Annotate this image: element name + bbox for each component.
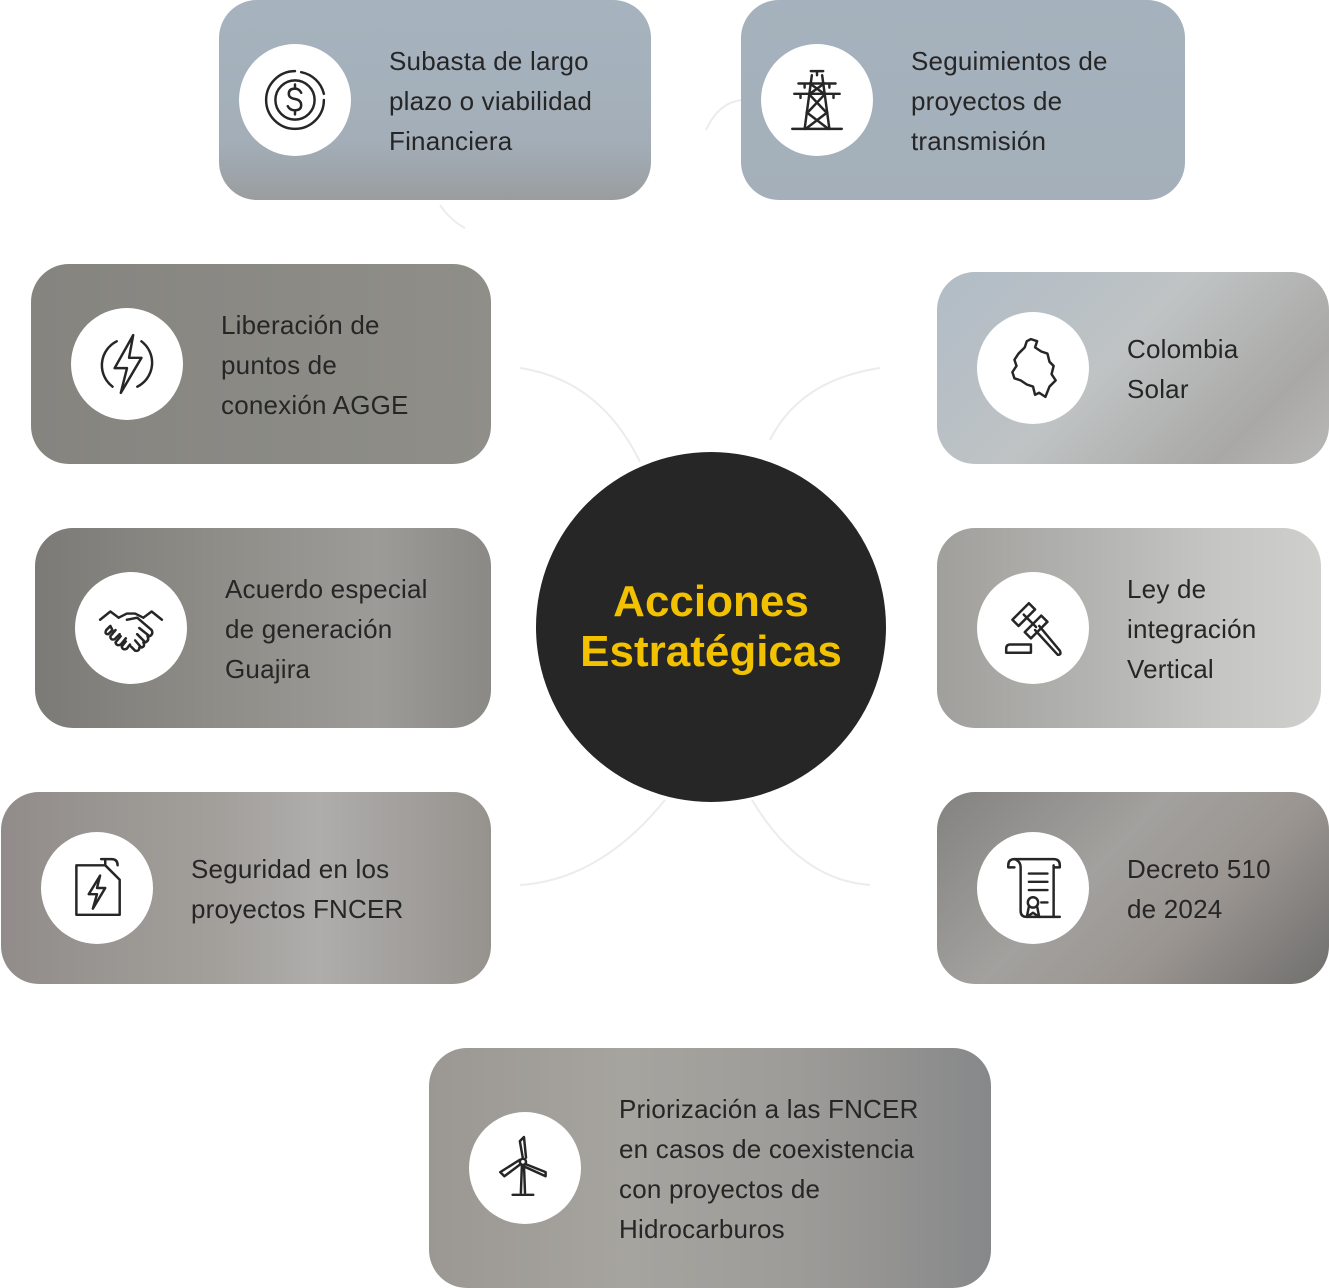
center-title: Acciones Estratégicas [580, 577, 842, 676]
card-priorizacion-fncer: Priorización a las FNCER en casos de coe… [429, 1048, 991, 1288]
card-label: Liberación de puntos de conexión AGGE [221, 310, 409, 420]
dollar-coin-icon [239, 44, 351, 156]
lightning-circle-icon [71, 308, 183, 420]
card-agge: Liberación de puntos de conexión AGGE [31, 264, 491, 464]
card-label: Ley de integración Vertical [1127, 574, 1257, 684]
energy-document-icon [41, 832, 153, 944]
card-transmision: Seguimientos de proyectos de transmisión [741, 0, 1185, 200]
card-label: Seguimientos de proyectos de transmisión [911, 46, 1108, 156]
colombia-map-icon [977, 312, 1089, 424]
gavel-icon [977, 572, 1089, 684]
certificate-scroll-icon [977, 832, 1089, 944]
card-guajira: Acuerdo especial de generación Guajira [35, 528, 491, 728]
card-seguridad-fncer: Seguridad en los proyectos FNCER [1, 792, 491, 984]
card-label: Priorización a las FNCER en casos de coe… [619, 1094, 919, 1244]
transmission-tower-icon [761, 44, 873, 156]
card-ley-integracion: Ley de integración Vertical [937, 528, 1321, 728]
card-label: Acuerdo especial de generación Guajira [225, 574, 428, 684]
card-label: Colombia Solar [1127, 334, 1239, 404]
wind-turbine-icon [469, 1112, 581, 1224]
card-subasta: Subasta de largo plazo o viabilidad Fina… [219, 0, 651, 200]
center-hub: Acciones Estratégicas [536, 452, 886, 802]
card-label: Subasta de largo plazo o viabilidad Fina… [389, 46, 593, 156]
card-label: Seguridad en los proyectos FNCER [191, 854, 404, 924]
card-colombia-solar: Colombia Solar [937, 272, 1329, 464]
card-label: Decreto 510 de 2024 [1127, 854, 1271, 924]
handshake-icon [75, 572, 187, 684]
card-decreto-510: Decreto 510 de 2024 [937, 792, 1329, 984]
